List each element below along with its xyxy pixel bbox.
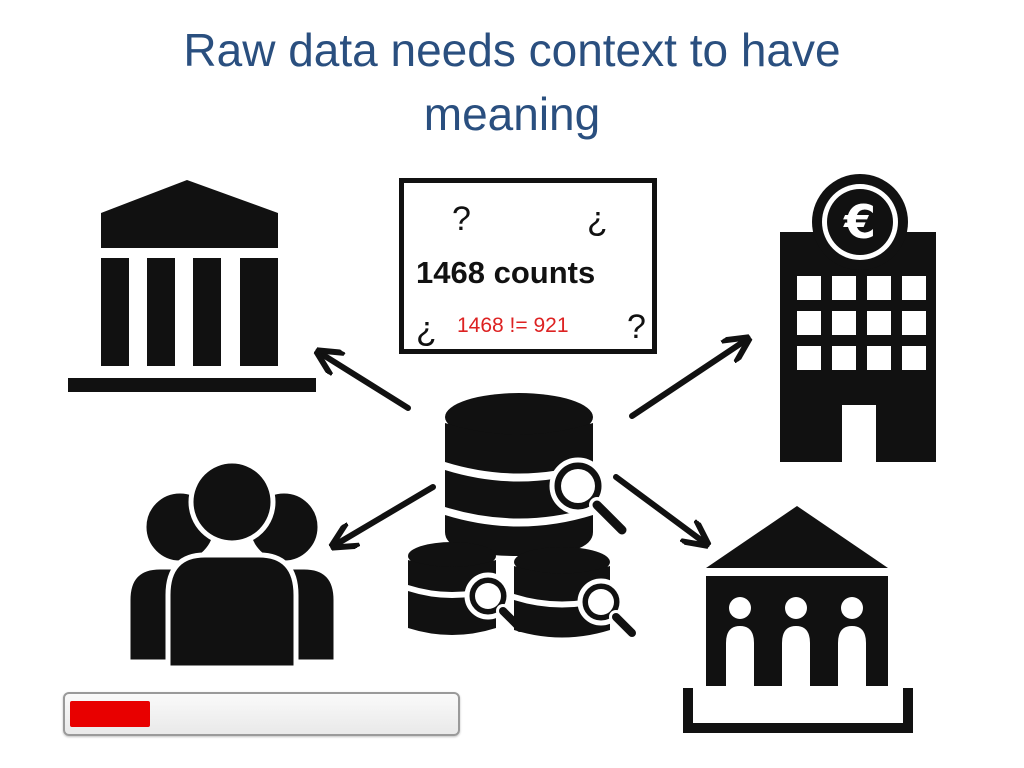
slide-title: Raw data needs context to have meaning [183,24,841,140]
arrow-to-bank [629,340,746,419]
arrows [320,340,746,545]
question-mark-bottom: ? [627,308,646,346]
comparison-text: 1468 != 921 [457,314,569,337]
arrow-to-people [335,484,436,545]
inverted-question-mark-top: ¿ [587,200,608,238]
progress-bar [63,692,460,736]
government-building-icon [68,180,316,392]
inverted-question-mark-bottom: ¿ [416,310,437,348]
progress-bar-fill [70,701,150,727]
museum-institution-icon [683,506,913,733]
counts-value: 1468 counts [416,255,596,290]
people-group-icon [125,458,339,671]
arrow-to-museum [613,474,705,543]
question-mark-top: ? [452,200,471,238]
svg-text:€: € [843,195,876,249]
euro-bank-building-icon: € [780,174,936,462]
arrow-to-government [320,353,411,411]
context-question-box: ? ¿ 1468 counts ¿ 1468 != 921 ? [399,178,657,354]
database-search-icon [408,393,639,640]
